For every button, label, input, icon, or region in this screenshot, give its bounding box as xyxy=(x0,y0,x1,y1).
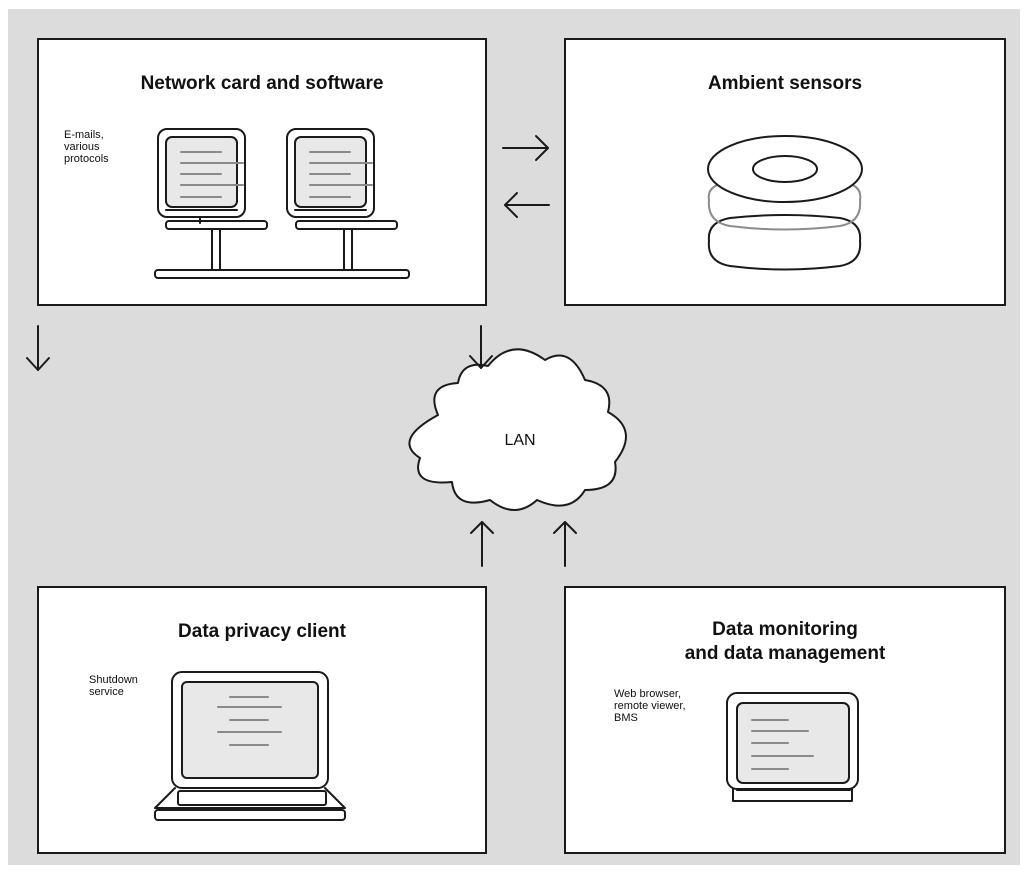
desktop-computer-icon xyxy=(286,128,398,230)
network-bus-icon xyxy=(154,228,410,279)
monitoring-panel-title: Data monitoring and data management xyxy=(566,618,1004,666)
arrow-down-icon xyxy=(26,325,50,371)
sensors-panel-title: Ambient sensors xyxy=(707,73,863,94)
monitoring-note-line: Web browser, xyxy=(614,688,682,700)
privacy-note-line: Shutdown xyxy=(89,674,138,686)
monitoring-note-line: BMS xyxy=(614,712,638,724)
desktop-computer-icon xyxy=(157,128,268,230)
privacy-note: Shutdown service xyxy=(89,674,138,698)
privacy-note-line: service xyxy=(89,686,124,698)
monitoring-title-line: Data monitoring xyxy=(712,619,858,640)
cloud-icon xyxy=(408,348,627,511)
sensor-stack-icon xyxy=(707,135,863,271)
privacy-panel-title: Data privacy client xyxy=(178,621,346,642)
arrow-up-icon xyxy=(470,521,494,567)
arrow-up-icon xyxy=(553,521,577,567)
arrow-right-icon xyxy=(502,135,549,161)
monitoring-note: Web browser, remote viewer, BMS xyxy=(614,688,686,724)
arrow-down-icon xyxy=(469,325,493,369)
network-note-line: E-mails, xyxy=(64,129,104,141)
monitoring-note-line: remote viewer, xyxy=(614,700,686,712)
laptop-icon xyxy=(154,671,346,821)
network-note-line: protocols xyxy=(64,153,109,165)
network-panel-title: Network card and software xyxy=(140,73,384,94)
arrow-left-icon xyxy=(504,192,550,218)
network-note-line: various xyxy=(64,141,100,153)
network-panel: Network card and software E-mails, vario… xyxy=(37,38,487,306)
monitor-icon xyxy=(726,692,859,802)
network-note: E-mails, various protocols xyxy=(64,129,109,165)
lan-label: LAN xyxy=(504,432,536,449)
monitoring-title-line: and data management xyxy=(684,643,886,664)
